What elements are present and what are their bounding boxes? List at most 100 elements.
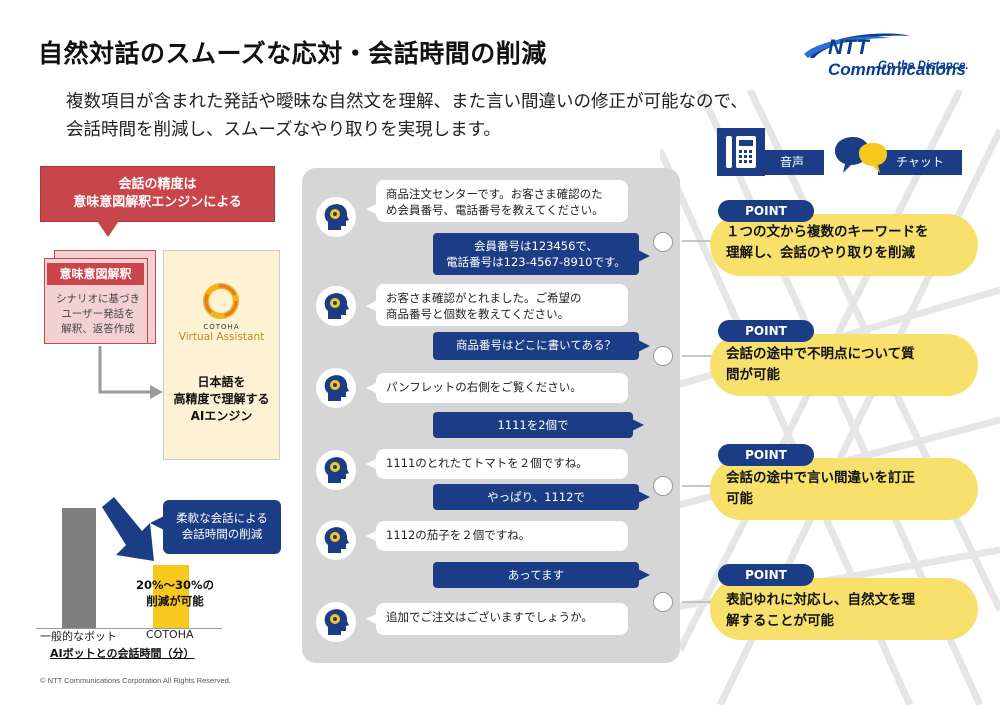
- point-line: 可能: [726, 491, 753, 507]
- page-title: 自然対話のスムーズな応対・会話時間の削減: [38, 39, 547, 68]
- point-connector: [653, 232, 673, 252]
- user-message: あってます: [433, 562, 639, 588]
- point-text: 表記ゆれに対応し、自然文を理 解することが可能: [726, 590, 976, 632]
- intent-card-title: 意味意図解釈: [47, 263, 144, 285]
- user-bubble-tail: [638, 491, 650, 503]
- subtitle-line: 会話時間を削減し、スムーズなやり取りを実現します。: [66, 120, 501, 140]
- intent-line: ユーザー発話を: [61, 308, 135, 320]
- cotoha-logo-icon: [203, 283, 239, 319]
- user-bubble-tail: [638, 340, 650, 352]
- bot-message: 1111のとれたてトマトを２個ですね。: [376, 449, 628, 479]
- point-line: 会話の途中で言い間違いを訂正: [726, 470, 915, 486]
- down-arrow-icon: [102, 497, 154, 561]
- point-text: １つの文から複数のキーワードを 理解し、会話のやり取りを削減: [726, 222, 976, 264]
- callout-line: 意味意図解釈エンジンによる: [73, 195, 242, 210]
- user-message: やっぱり、1112で: [433, 484, 639, 510]
- flex-line: 柔軟な会話による: [176, 511, 268, 525]
- point-tag: POINT: [718, 200, 814, 222]
- user-message: 1111を2個で: [433, 412, 633, 438]
- point-line: 問が可能: [726, 367, 780, 383]
- bot-message-line: 1112の茄子を２個ですね。: [386, 528, 531, 542]
- voice-channel-label: 音声: [760, 150, 824, 175]
- cotoha-product-name: Virtual Assistant: [178, 331, 265, 343]
- intent-card-body: シナリオに基づき ユーザー発話を 解釈、返答作成: [50, 292, 146, 337]
- bot-message: 1112の茄子を２個ですね。: [376, 521, 628, 551]
- user-bubble-tail: [638, 569, 650, 581]
- callout-line: 会話の精度は: [118, 177, 197, 192]
- bot-message-line: め会員番号、電話番号を教えてください。: [386, 203, 604, 217]
- bot-message-line: 商品番号と個数を教えてください。: [386, 307, 570, 321]
- chart-label-general: 一般的なボット: [40, 630, 117, 643]
- bot-avatar: [316, 197, 356, 237]
- user-bubble-tail: [632, 419, 644, 431]
- point-connector: [653, 592, 673, 612]
- chat-bubbles-icon: [835, 137, 887, 173]
- bot-message-line: お客さま確認がとれました。ご希望の: [386, 291, 582, 305]
- user-message-line: 商品番号はどこに書いてある？: [456, 338, 616, 352]
- phone-icon: [717, 128, 765, 176]
- bot-message: パンフレットの右側をご覧ください。: [376, 373, 628, 403]
- bot-message-line: パンフレットの右側をご覧ください。: [386, 380, 582, 394]
- bot-message-line: 追加でご注文はございますでしょうか。: [386, 610, 593, 624]
- bot-message: 商品注文センターです。お客さま確認のた め会員番号、電話番号を教えてください。: [376, 180, 628, 222]
- point-line: 理解し、会話のやり取りを削減: [726, 245, 915, 261]
- point-card: [710, 214, 978, 276]
- engine-line: AIエンジン: [190, 409, 253, 423]
- chat-channel-label: チャット: [878, 150, 962, 175]
- bot-head-gear-icon: [324, 609, 349, 635]
- bot-message-line: 1111のとれたてトマトを２個ですね。: [386, 456, 588, 470]
- logo-communications: Communications: [828, 60, 966, 79]
- point-card: [710, 578, 978, 640]
- logo-tagline: Go the Distance.: [878, 60, 969, 72]
- flex-line: 会話時間の削減: [181, 527, 263, 541]
- bot-bubble-tail: [366, 203, 378, 215]
- user-message: 商品番号はどこに書いてある？: [433, 332, 639, 360]
- bar-cotoha: [153, 565, 189, 628]
- bot-head-gear-icon: [324, 204, 349, 230]
- chart-label-cotoha: COTOHA: [146, 628, 194, 641]
- point-connector: [653, 346, 673, 366]
- bot-bubble-tail: [366, 613, 378, 625]
- subtitle-line: 複数項目が含まれた発話や曖昧な自然文を理解、また言い間違いの修正が可能なので、: [66, 92, 748, 112]
- point-card: [710, 458, 978, 520]
- bot-bubble-tail: [366, 300, 378, 312]
- chart-title: AIボットとの会話時間（分）: [50, 647, 195, 660]
- accuracy-callout: 会話の精度は 意味意図解釈エンジンによる: [40, 166, 275, 222]
- page-subtitle: 複数項目が含まれた発話や曖昧な自然文を理解、また言い間違いの修正が可能なので、 …: [66, 88, 926, 144]
- bar-general-bot: [62, 508, 96, 628]
- point-line: １つの文から複数のキーワードを: [726, 224, 929, 240]
- bot-head-gear-icon: [324, 293, 349, 319]
- user-message: 会員番号は123456で、 電話番号は123-4567-8910です。: [433, 233, 639, 275]
- bot-bubble-tail: [366, 530, 378, 542]
- cotoha-brand: COTOHA: [203, 323, 240, 331]
- logo-wordmark: NTT Communications: [828, 36, 1000, 80]
- point-tag: POINT: [718, 444, 814, 466]
- copyright-footer: © NTT Communications Corporation All Rig…: [40, 676, 231, 685]
- point-tag: POINT: [718, 320, 814, 342]
- bot-head-gear-icon: [324, 457, 349, 483]
- point-line: 表記ゆれに対応し、自然文を理: [726, 592, 915, 608]
- point-text: 会話の途中で言い間違いを訂正 可能: [726, 468, 976, 510]
- bot-avatar: [316, 520, 356, 560]
- point-line: 会話の途中で不明点について質: [726, 346, 915, 362]
- bot-bubble-tail: [366, 382, 378, 394]
- reduction-label: 20%〜30%の 削減が可能: [120, 577, 230, 609]
- bot-avatar: [316, 450, 356, 490]
- bot-head-gear-icon: [324, 527, 349, 553]
- logo-ntt: NTT: [828, 36, 869, 59]
- phone-keypad-glyph: [726, 136, 756, 168]
- user-bubble-tail: [638, 250, 650, 262]
- chart-axis: [36, 628, 222, 629]
- ntt-logo-swoosh: [804, 33, 910, 58]
- bot-bubble-tail: [366, 458, 378, 470]
- engine-description: 日本語を 高精度で理解する AIエンジン: [163, 374, 280, 425]
- bot-head-gear-icon: [324, 375, 349, 401]
- point-card: [710, 334, 978, 396]
- engine-line: 日本語を: [197, 375, 246, 389]
- bot-message: 追加でご注文はございますでしょうか。: [376, 603, 628, 635]
- callout-tail: [97, 221, 119, 237]
- bot-message: お客さま確認がとれました。ご希望の 商品番号と個数を教えてください。: [376, 284, 628, 326]
- point-text: 会話の途中で不明点について質 問が可能: [726, 344, 976, 386]
- bot-message-line: 商品注文センターです。お客さま確認のた: [386, 187, 603, 201]
